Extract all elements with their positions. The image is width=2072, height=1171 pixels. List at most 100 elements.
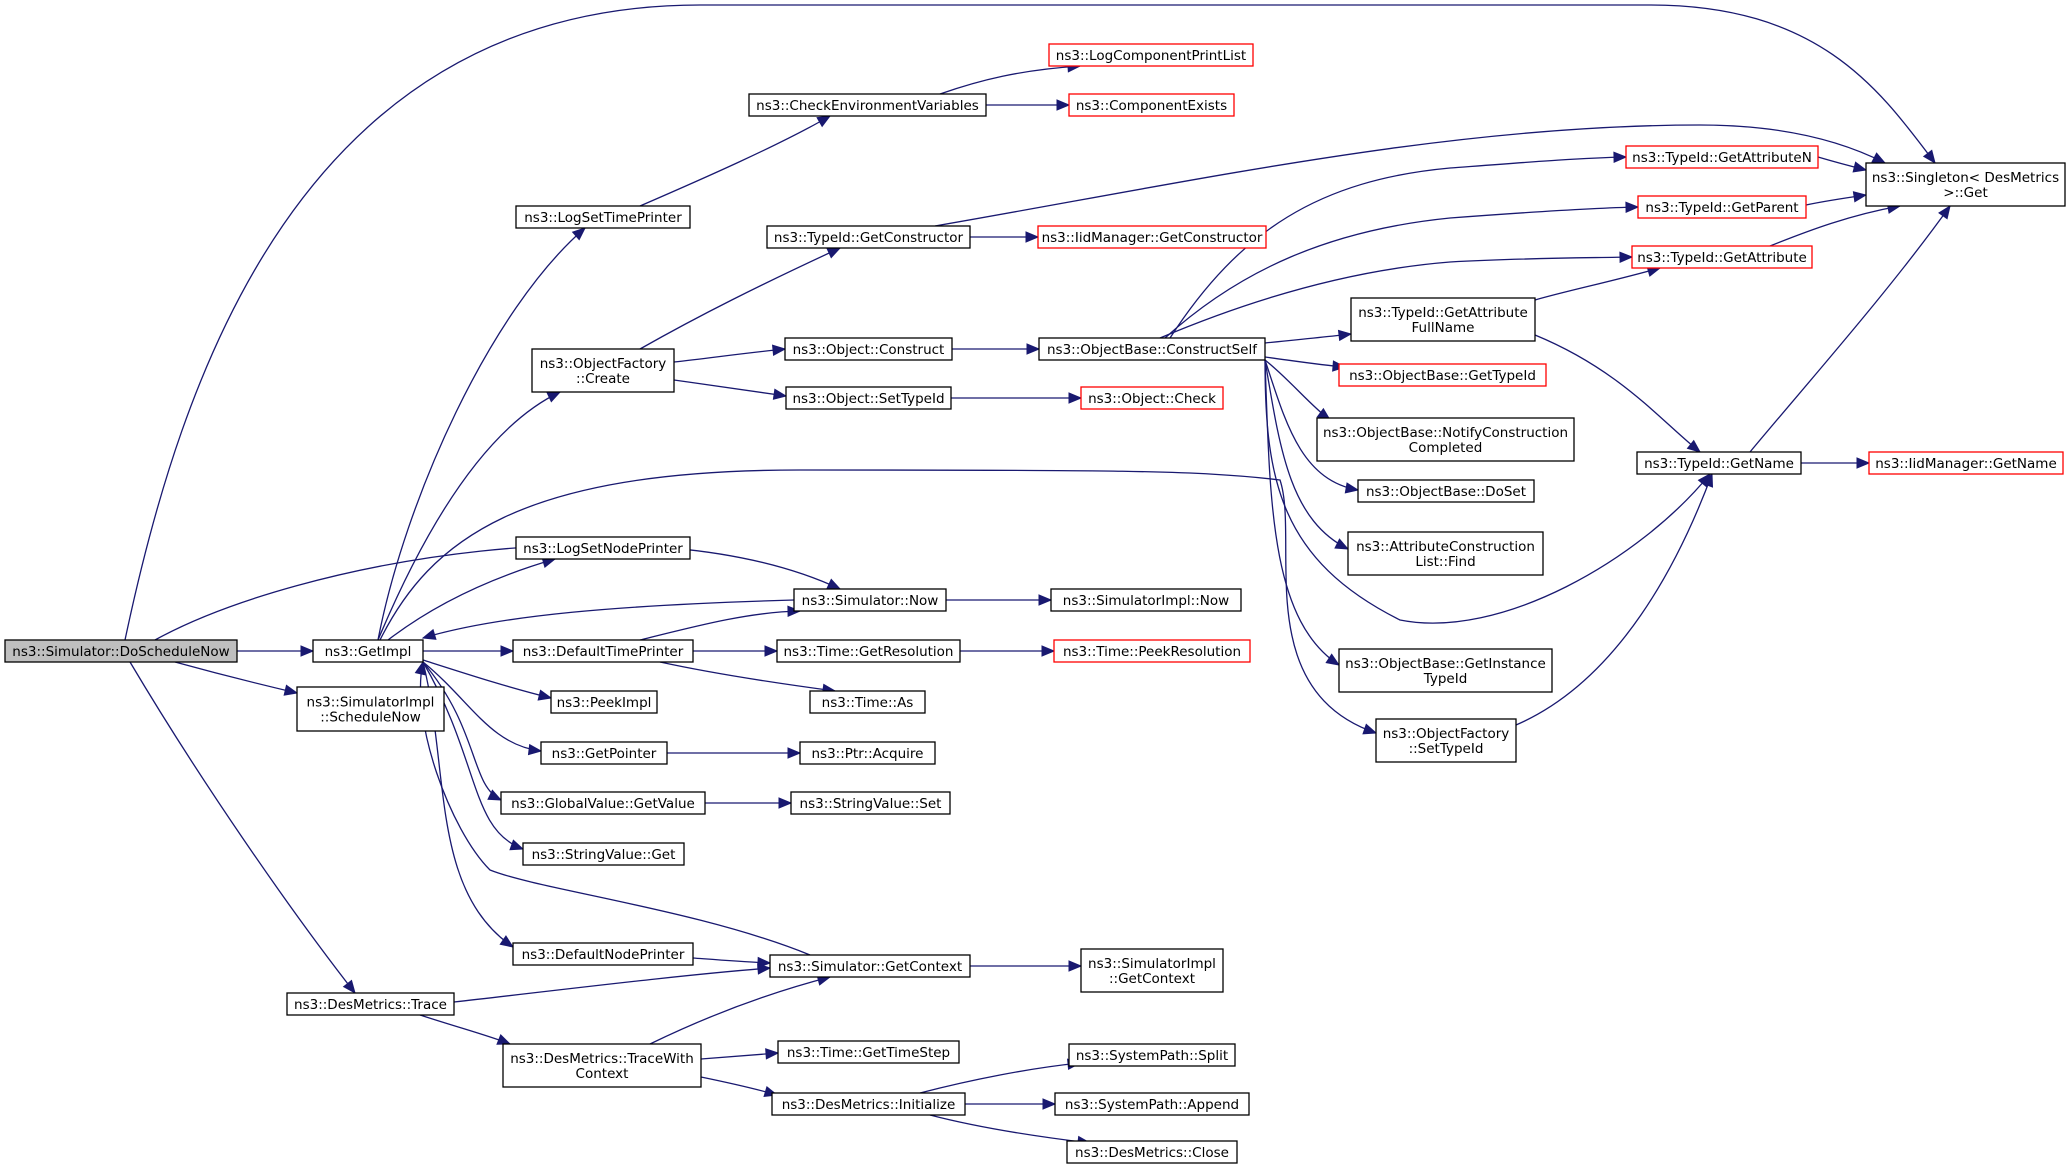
node-simulator_now[interactable]: ns3::Simulator::Now	[793, 588, 947, 612]
node-defaulttimeprinter[interactable]: ns3::DefaultTimePrinter	[512, 639, 694, 663]
edge-arrowhead	[1686, 439, 1702, 453]
node-time_peekresolution[interactable]: ns3::Time::PeekResolution	[1053, 639, 1251, 663]
edge-arrowhead	[1852, 191, 1868, 203]
node-box	[777, 1040, 960, 1064]
node-getimpl[interactable]: ns3::GetImpl	[312, 639, 424, 663]
edge-defaulttimeprinter-to-time_as	[659, 661, 837, 696]
node-box	[1868, 451, 2064, 475]
node-objectbase_gettypeid[interactable]: ns3::ObjectBase::GetTypeId	[1338, 363, 1547, 387]
node-typeid_getconstructor[interactable]: ns3::TypeId::GetConstructor	[766, 225, 971, 249]
node-logsettimeprinter[interactable]: ns3::LogSetTimePrinter	[515, 205, 691, 229]
node-time_getresolution[interactable]: ns3::Time::GetResolution	[776, 639, 961, 663]
node-objectbase_notifyconstructioncompleted[interactable]: ns3::ObjectBase::NotifyConstructionCompl…	[1316, 417, 1575, 462]
edge-typeid_getparent-to-singleton_get	[1805, 191, 1868, 206]
node-simulatorimpl_schedulenow[interactable]: ns3::SimulatorImpl::ScheduleNow	[296, 686, 445, 732]
edge-defaulttimeprinter-to-time_getresolution	[692, 645, 779, 657]
node-box	[540, 741, 668, 765]
edge-arrowhead	[527, 743, 543, 756]
node-box	[515, 536, 691, 560]
node-stringvalue_set[interactable]: ns3::StringValue::Set	[790, 791, 951, 815]
node-label: ns3::Time::As	[822, 695, 914, 711]
node-box	[1053, 639, 1251, 663]
node-simulatorimpl_now[interactable]: ns3::SimulatorImpl::Now	[1050, 588, 1242, 612]
edge-arrowhead	[1938, 204, 1951, 220]
node-time_gettimestep[interactable]: ns3::Time::GetTimeStep	[777, 1040, 960, 1064]
node-typeid_getparent[interactable]: ns3::TypeId::GetParent	[1637, 195, 1807, 219]
node-object_construct[interactable]: ns3::Object::Construct	[784, 337, 953, 361]
node-object_settypeid[interactable]: ns3::Object::SetTypeId	[785, 386, 952, 410]
node-box	[1054, 1092, 1250, 1116]
edge-line	[1515, 473, 1713, 726]
node-ptr_acquire[interactable]: ns3::Ptr::Acquire	[799, 741, 936, 765]
node-peekimpl[interactable]: ns3::PeekImpl	[550, 690, 658, 714]
node-typeid_getname[interactable]: ns3::TypeId::GetName	[1636, 451, 1802, 475]
edge-arrowhead	[1871, 152, 1887, 164]
node-singleton_get[interactable]: ns3::Singleton< DesMetrics>::Get	[1865, 162, 2066, 207]
node-label: ns3::ObjectFactory	[1383, 726, 1510, 742]
edge-desmetrics_initialize-to-desmetrics_close	[929, 1114, 1092, 1148]
node-objectfactory_settypeid[interactable]: ns3::ObjectFactory::SetTypeId	[1375, 718, 1517, 763]
edge-line	[1749, 205, 1951, 453]
node-label: FullName	[1412, 320, 1475, 336]
node-iidmanager_getconstructor[interactable]: ns3::IidManager::GetConstructor	[1037, 225, 1267, 249]
node-box	[512, 942, 694, 966]
edge-doschedulenow-to-singleton_get	[124, 4, 1936, 641]
edge-arrowhead	[500, 645, 515, 657]
edge-arrowhead	[1619, 251, 1634, 263]
node-checkenvironmentvariables[interactable]: ns3::CheckEnvironmentVariables	[748, 93, 987, 117]
node-box	[1338, 648, 1553, 693]
edge-objectbase_constructself-to-objectbase_doset	[1264, 359, 1360, 494]
node-objectfactory_create[interactable]: ns3::ObjectFactory::Create	[531, 348, 675, 393]
edge-line	[639, 247, 841, 350]
node-stringvalue_get[interactable]: ns3::StringValue::Get	[522, 842, 685, 866]
node-label: Completed	[1409, 440, 1483, 456]
node-defaultnodeprinter[interactable]: ns3::DefaultNodePrinter	[512, 942, 694, 966]
node-time_as[interactable]: ns3::Time::As	[809, 690, 926, 714]
node-doschedulenow[interactable]: ns3::Simulator::DoScheduleNow	[4, 639, 238, 663]
node-logcomponentprintlist[interactable]: ns3::LogComponentPrintList	[1048, 43, 1254, 67]
node-systempath_split[interactable]: ns3::SystemPath::Split	[1068, 1043, 1236, 1067]
node-getpointer[interactable]: ns3::GetPointer	[540, 741, 668, 765]
edge-getimpl-to-peekimpl	[422, 659, 553, 701]
edge-line	[929, 1114, 1091, 1144]
node-simulator_getcontext[interactable]: ns3::Simulator::GetContext	[769, 954, 971, 978]
node-iidmanager_getname[interactable]: ns3::IidManager::GetName	[1868, 451, 2064, 475]
node-label: ns3::GetPointer	[552, 746, 657, 762]
edge-desmetrics_trace-to-simulator_getcontext	[453, 963, 772, 1003]
node-globalvalue_getvalue[interactable]: ns3::GlobalValue::GetValue	[500, 791, 706, 815]
node-objectbase_constructself[interactable]: ns3::ObjectBase::ConstructSelf	[1038, 337, 1266, 361]
node-box	[1350, 297, 1536, 342]
node-box	[1080, 386, 1224, 410]
node-componentexists[interactable]: ns3::ComponentExists	[1068, 93, 1235, 117]
node-desmetrics_trace[interactable]: ns3::DesMetrics::Trace	[286, 992, 455, 1016]
node-objectbase_doset[interactable]: ns3::ObjectBase::DoSet	[1357, 479, 1535, 503]
node-label: ns3::LogSetTimePrinter	[524, 210, 682, 226]
node-desmetrics_close[interactable]: ns3::DesMetrics::Close	[1066, 1140, 1238, 1164]
node-label: ::GetContext	[1109, 971, 1195, 987]
node-object_check[interactable]: ns3::Object::Check	[1080, 386, 1224, 410]
node-box	[793, 588, 947, 612]
edge-arrowhead	[571, 227, 586, 241]
edge-arrowhead	[757, 963, 772, 975]
node-label: ns3::DesMetrics::Trace	[294, 997, 447, 1013]
node-label: ns3::GetImpl	[325, 644, 412, 660]
node-label: TypeId	[1423, 671, 1468, 687]
node-typeid_getattributen[interactable]: ns3::TypeId::GetAttributeN	[1625, 145, 1819, 169]
node-box	[748, 93, 987, 117]
node-desmetrics_initialize[interactable]: ns3::DesMetrics::Initialize	[771, 1092, 966, 1116]
edge-arrowhead	[421, 628, 437, 640]
node-logsetnodeprinter[interactable]: ns3::LogSetNodePrinter	[515, 536, 691, 560]
node-simulatorimpl_getcontext[interactable]: ns3::SimulatorImpl::GetContext	[1080, 948, 1224, 993]
node-label: ns3::DefaultTimePrinter	[523, 644, 684, 660]
node-typeid_getattribute[interactable]: ns3::TypeId::GetAttribute	[1631, 245, 1813, 269]
edge-arrowhead	[496, 1034, 512, 1045]
edge-line	[1164, 206, 1639, 339]
node-label: ns3::DefaultNodePrinter	[522, 947, 685, 963]
edge-arrowhead	[1856, 457, 1871, 469]
node-systempath_append[interactable]: ns3::SystemPath::Append	[1054, 1092, 1250, 1116]
edge-objectfactory_create-to-object_settypeid	[673, 379, 788, 400]
